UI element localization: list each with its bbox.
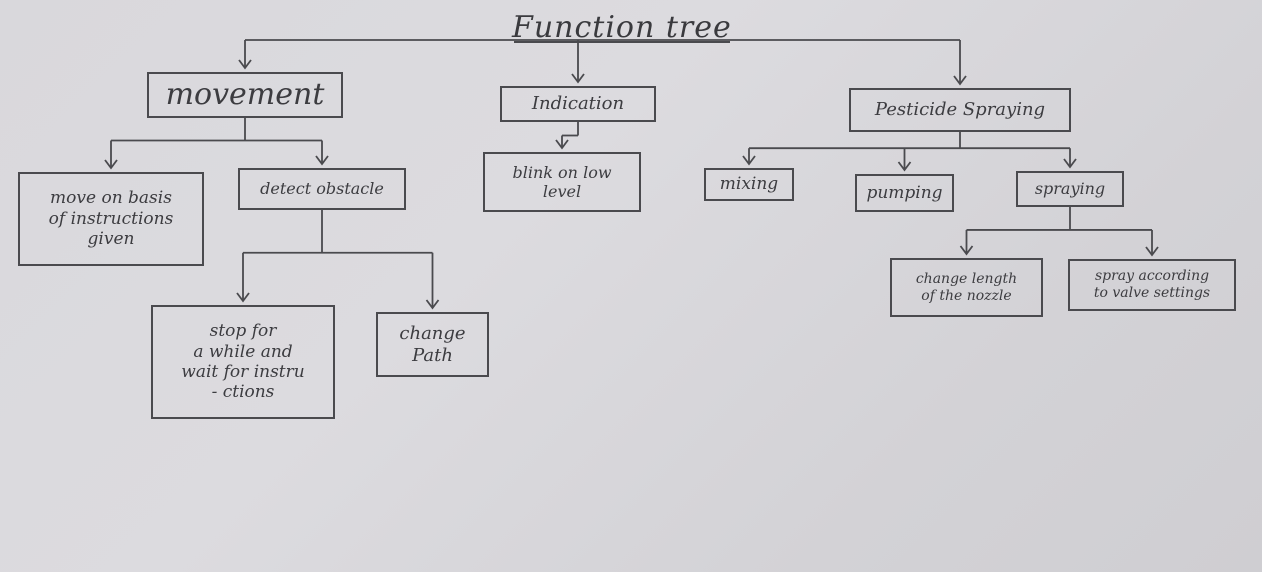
- node-movement: movement: [147, 72, 343, 118]
- node-change-path: change Path: [376, 312, 489, 377]
- node-blink-on-low-level: blink on low level: [483, 152, 641, 212]
- node-spray-according: spray according to valve settings: [1068, 259, 1236, 311]
- node-stop-for-a-while: stop for a while and wait for instru - c…: [151, 305, 335, 419]
- node-spraying: spraying: [1016, 171, 1124, 207]
- node-mixing: mixing: [704, 168, 794, 201]
- node-detect-obstacle: detect obstacle: [238, 168, 406, 210]
- diagram-title: Function tree: [512, 10, 732, 45]
- node-indication: Indication: [500, 86, 656, 122]
- node-pumping: pumping: [855, 174, 954, 212]
- node-move-on-basis: move on basis of instructions given: [18, 172, 204, 266]
- node-pesticide-spraying: Pesticide Spraying: [849, 88, 1071, 132]
- node-change-length: change length of the nozzle: [890, 258, 1043, 317]
